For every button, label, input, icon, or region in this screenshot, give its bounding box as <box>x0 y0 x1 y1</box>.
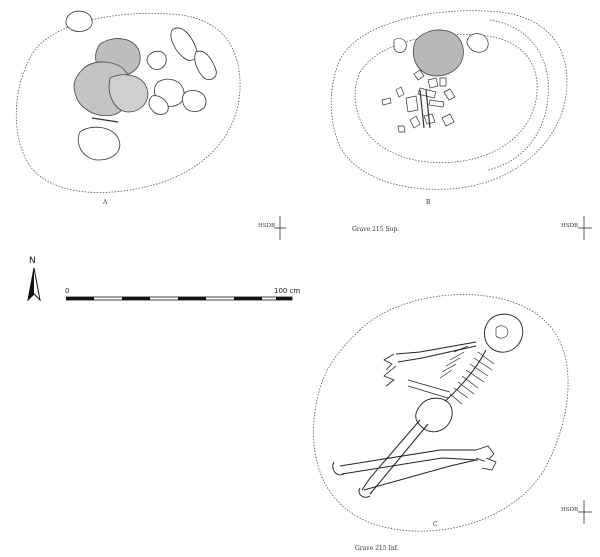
datum-cross-icon <box>578 500 592 524</box>
north-arrow-icon <box>27 267 41 302</box>
datum-cross-icon <box>578 216 592 240</box>
panel-a-datum-label: HSDB <box>258 223 276 229</box>
panel-b-plan: B <box>320 0 580 230</box>
scale-bar <box>66 296 296 302</box>
panel-c-caption: Grave 215 Inf. <box>355 545 399 552</box>
panel-b-caption: Grave 215 Sup. <box>352 226 400 233</box>
panel-b-datum-marker: HSDB <box>560 216 596 240</box>
panel-c-plan: C <box>300 270 580 550</box>
datum-cross-icon <box>274 216 286 240</box>
panel-b-letter: B <box>426 199 431 206</box>
panel-c-drawing <box>313 294 569 532</box>
panel-a-drawing <box>15 10 241 193</box>
panel-a-plan: A <box>0 0 260 230</box>
scale-end-label: 100 cm <box>274 287 301 295</box>
panel-c-datum-marker: HSDB <box>560 500 596 524</box>
panel-b-drawing <box>330 10 568 190</box>
panel-a-letter: A <box>103 199 108 206</box>
scale-start-label: 0 <box>65 287 70 295</box>
north-arrow: N <box>24 256 44 304</box>
panel-a-datum-marker: HSDB <box>258 216 288 240</box>
panel-b-datum-label: HSDB <box>561 223 579 229</box>
scale-bar-graphic <box>66 296 293 301</box>
north-label: N <box>29 256 36 266</box>
panel-c-datum-label: HSDB <box>561 507 579 513</box>
panel-c-letter: C <box>433 521 438 528</box>
